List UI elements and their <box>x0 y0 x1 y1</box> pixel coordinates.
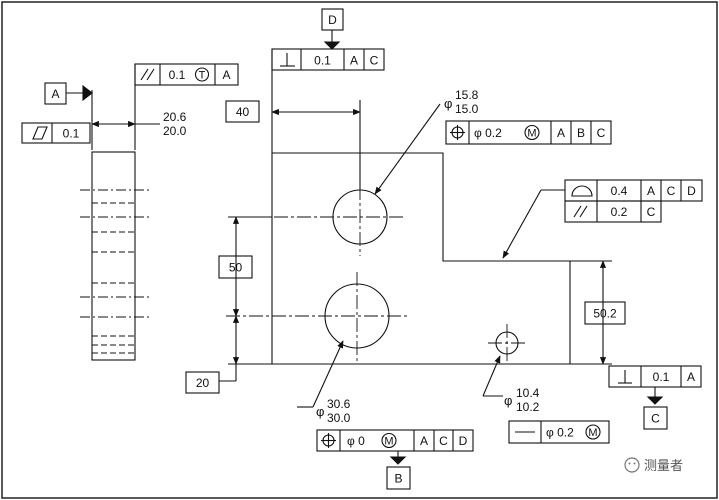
hole-10-mod: M <box>588 427 597 439</box>
hole-30-ref-a: A <box>420 434 428 448</box>
parallel-tol: 0.1 <box>169 68 186 82</box>
datum-c-triangle <box>646 396 664 405</box>
hole-30-ref-c: C <box>439 434 448 448</box>
hole-15-fcf <box>445 120 612 145</box>
parallel2-tol: 0.2 <box>611 205 628 219</box>
datum-d-triangle <box>323 41 341 50</box>
parallel-icon <box>140 68 155 81</box>
side-view-centerlines <box>80 189 150 318</box>
hole-30-fcf <box>316 429 474 452</box>
hole-15-min: 15.0 <box>455 102 479 116</box>
mmc-icon-2 <box>381 432 397 449</box>
profile-tol: 0.4 <box>611 184 628 198</box>
hole-30 <box>324 283 390 349</box>
flatness-fcf <box>21 122 91 144</box>
mmc-icon-3 <box>585 424 601 440</box>
dim-40-box <box>225 100 260 123</box>
parallel2-icon <box>573 205 588 218</box>
hole-15-max: 15.8 <box>455 88 479 102</box>
perp-c-ref-a: A <box>687 370 695 384</box>
wechat-icon <box>624 457 640 473</box>
dim-20-label: 20 <box>196 376 210 390</box>
position-icon <box>450 125 465 140</box>
flatness-icon <box>32 126 48 140</box>
hole-30-mod: M <box>384 436 393 448</box>
dim-40-label: 40 <box>236 105 250 119</box>
datum-b-triangle <box>389 456 407 465</box>
hole-15-dia-sym: φ <box>444 96 452 111</box>
side-view-part <box>91 151 136 361</box>
dim-50-2-label: 50.2 <box>593 307 617 321</box>
hole-10-tol: φ 0.2 <box>546 426 574 440</box>
perpendicular-icon <box>280 53 295 67</box>
hole-15-leader <box>374 103 441 195</box>
hole-10-dia-sym: φ <box>504 393 512 408</box>
watermark-text: 测量者 <box>644 459 683 474</box>
parallel-fcf <box>134 63 239 86</box>
datum-b-box <box>386 466 411 490</box>
hole-15-ref-c: C <box>597 126 606 140</box>
perp-top-ref-a: A <box>350 54 358 68</box>
hole-10-min: 10.2 <box>516 400 540 414</box>
dim-50-2-box <box>584 301 626 325</box>
watermark: 测量者 <box>624 457 683 474</box>
parallel-ref: A <box>222 68 230 82</box>
tangent-plane-icon <box>194 67 210 82</box>
datum-a-label: A <box>51 87 59 101</box>
perp-top-tol: 0.1 <box>314 54 331 68</box>
hole-15-ref-b: B <box>577 126 585 140</box>
hole-10-fcf <box>508 420 610 444</box>
hole-30-max: 30.6 <box>327 397 351 411</box>
dim-50-label: 50 <box>229 261 243 275</box>
datum-b-label: B <box>394 472 402 486</box>
profile-ref-c: C <box>667 184 676 198</box>
hole-10-max: 10.4 <box>516 386 540 400</box>
perpendicular-c-icon <box>618 370 632 384</box>
hole-15-tol: φ 0.2 <box>474 126 502 140</box>
perp-fcf-top <box>271 48 385 71</box>
mmc-icon <box>524 124 540 141</box>
thickness-max: 20.6 <box>163 110 187 124</box>
profile-surface-icon <box>571 185 593 197</box>
position-icon-2 <box>321 433 336 448</box>
hole-30-dia-sym: φ <box>316 404 324 419</box>
datum-d-label: D <box>328 13 337 27</box>
perp-top-ref-c: C <box>370 54 379 68</box>
profile-ref-a: A <box>647 184 655 198</box>
dim-20-box <box>185 371 220 394</box>
parallel2-ref-c: C <box>647 205 656 219</box>
front-centerlines <box>226 140 526 362</box>
thickness-min: 20.0 <box>163 124 187 138</box>
hole-30-ref-d: D <box>459 434 468 448</box>
profile-ref-d: D <box>687 184 696 198</box>
datum-a-triangle <box>82 84 93 102</box>
datum-c-box <box>643 406 668 430</box>
front-view-part <box>271 152 571 365</box>
side-view-hidden-lines <box>92 202 135 354</box>
hole-30-min: 30.0 <box>327 411 351 425</box>
hole-15-mod: M <box>527 128 536 140</box>
parallel2-fcf <box>564 200 662 223</box>
datum-c-label: C <box>651 412 660 426</box>
perp-c-tol: 0.1 <box>653 370 670 384</box>
flatness-tol: 0.1 <box>63 127 80 141</box>
tangent-mod-label: T <box>199 70 206 82</box>
hole-30-tol: φ 0 <box>347 434 365 448</box>
hole-15-ref-a: A <box>557 126 565 140</box>
dim-50-box <box>218 255 253 279</box>
